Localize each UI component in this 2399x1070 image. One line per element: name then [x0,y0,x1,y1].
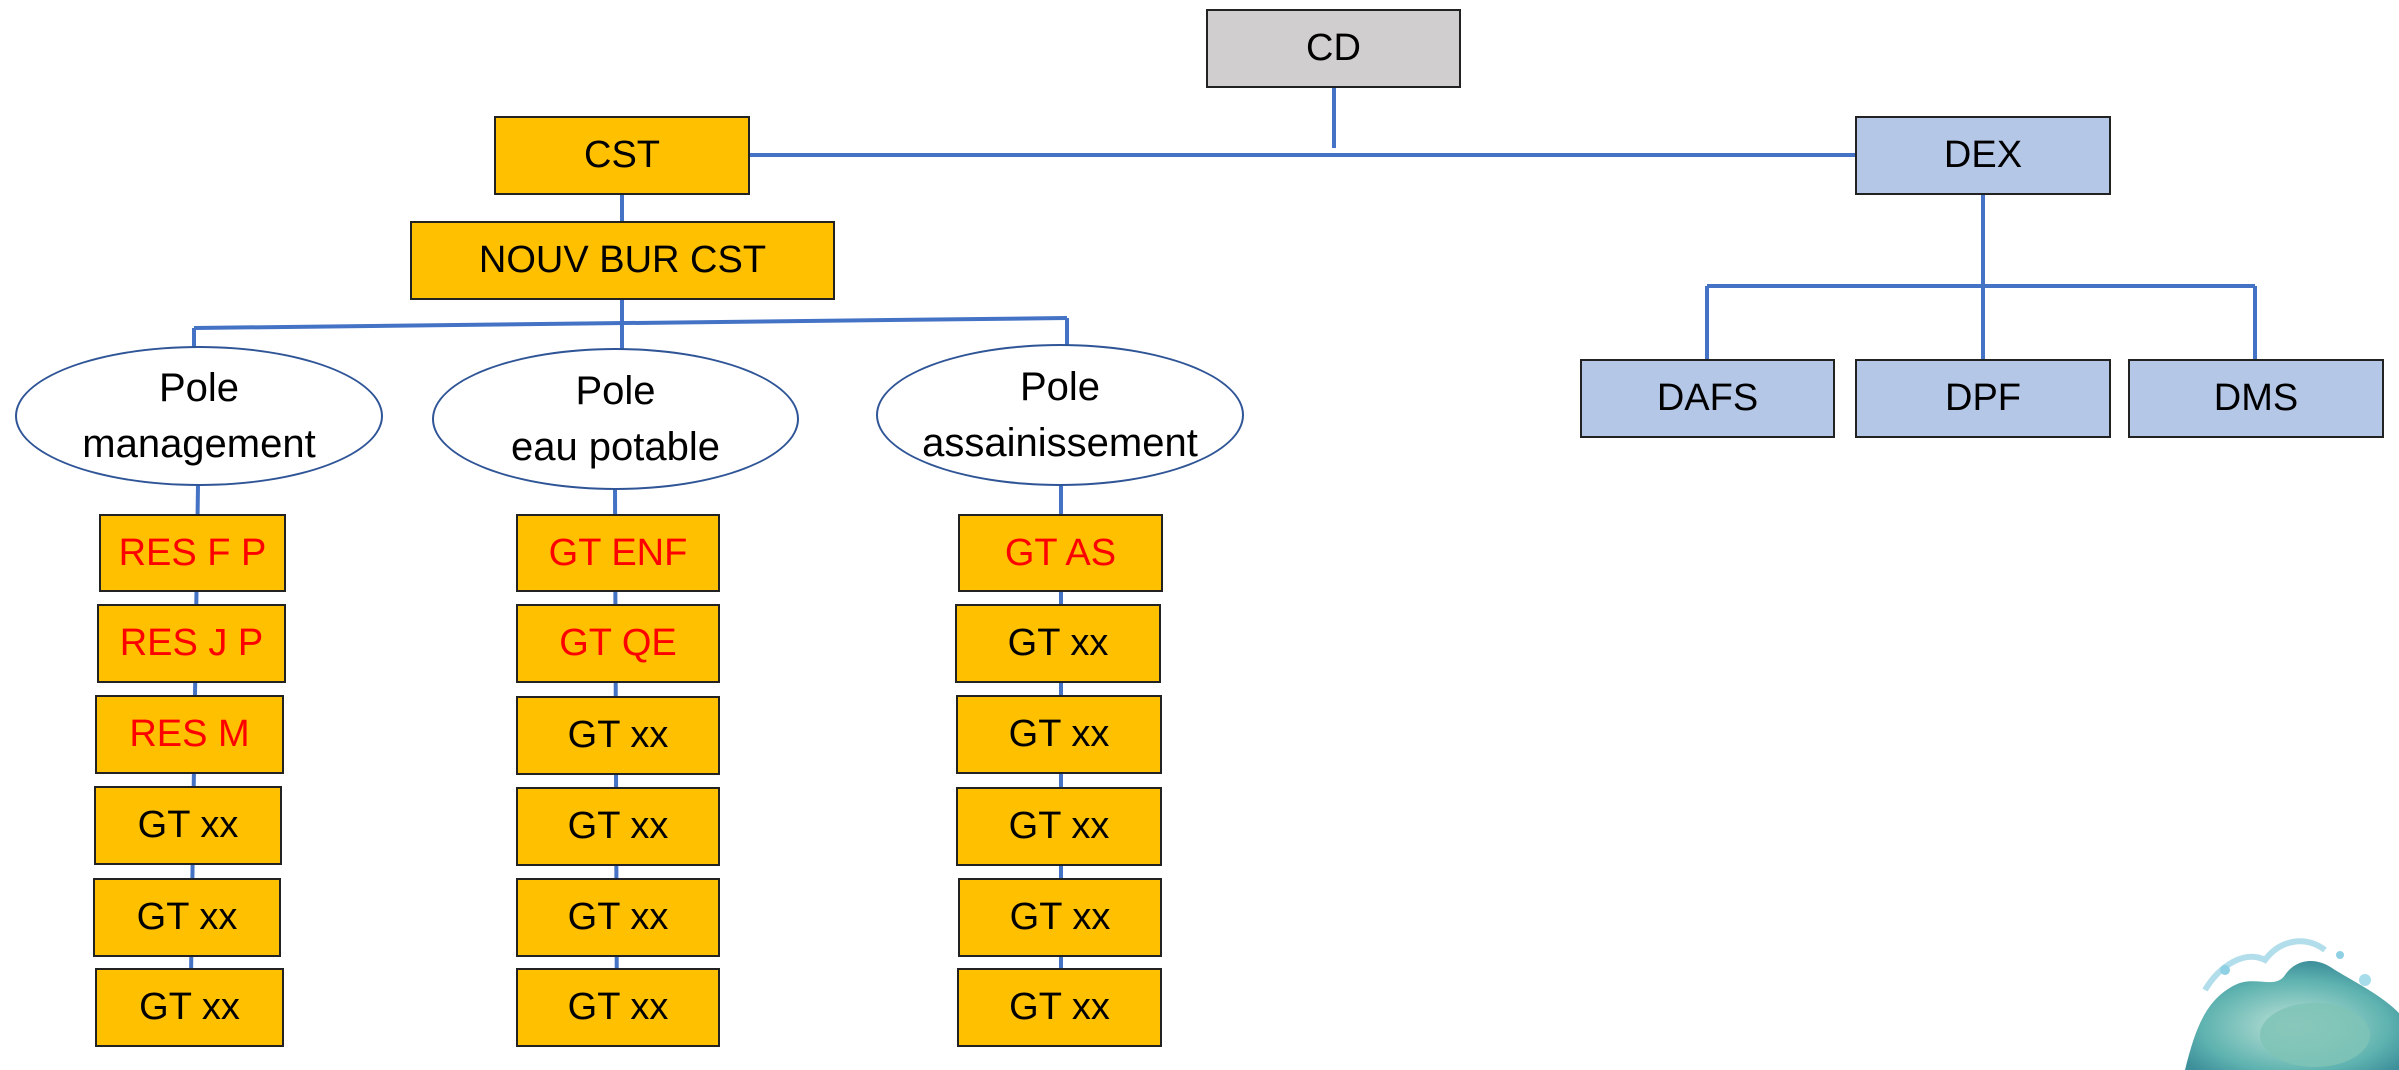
node-cd-label: CD [1306,27,1361,69]
node-dex-label: DEX [1943,134,2023,176]
pole-management: Pole management [15,346,383,486]
pole-management-line2: management [82,422,316,466]
group-box-2-4: GT xx [516,787,720,866]
group-box-3-1: GT AS [958,514,1163,592]
group-box-2-5: GT xx [516,878,720,957]
group-box-1-2: RES J P [97,604,286,683]
group-box-2-3: GT xx [516,696,720,775]
node-dafs: DAFS [1580,359,1835,438]
group-label: GT QE [559,622,677,664]
group-box-1-1: RES F P [99,514,286,592]
water-splash-logo-icon [2185,938,2399,1070]
group-label: GT xx [567,805,669,847]
node-dpf-label: DPF [1945,377,2021,419]
pole-eau-potable-line2: eau potable [510,425,721,469]
group-box-1-3: RES M [95,695,284,774]
pole-eau-potable-line1: Pole [575,369,656,413]
group-label: GT ENF [548,531,688,574]
connector-pole-bar [193,316,1068,330]
group-label: GT xx [1009,896,1111,938]
node-nouv-bur-cst-label: NOUV BUR CST [478,239,767,281]
group-box-1-4: GT xx [94,786,282,865]
group-label: GT xx [567,986,669,1028]
group-box-2-6: GT xx [516,968,720,1047]
group-box-3-4: GT xx [956,787,1162,866]
group-label: GT xx [567,896,669,938]
group-label: GT xx [567,714,669,756]
group-label: GT xx [1009,986,1110,1028]
node-nouv-bur-cst: NOUV BUR CST [410,221,835,300]
node-dms-label: DMS [2213,377,2299,419]
node-cst: CST [494,116,750,195]
org-chart: CD CST DEX NOUV BUR CST DAFS DPF DMS Pol… [15,9,2399,1070]
group-box-1-6: GT xx [95,968,284,1047]
node-cd: CD [1206,9,1461,88]
group-label: GT xx [136,896,238,938]
pole-assainissement-line2: assainissement [922,421,1198,465]
node-cst-label: CST [584,134,660,176]
pole-assainissement-line1: Pole [1019,365,1101,409]
group-box-3-3: GT xx [956,695,1162,774]
group-label: RES F P [118,531,267,574]
group-label: GT xx [1008,805,1110,847]
group-label: RES M [129,713,250,755]
pole-eau-potable: Pole eau potable [432,348,799,490]
group-box-3-5: GT xx [958,878,1162,957]
pole-assainissement: Pole assainissement [876,344,1244,486]
group-label: GT xx [137,804,239,846]
node-dpf: DPF [1855,359,2111,438]
group-label: GT xx [139,986,240,1028]
pole-management-line1: Pole [158,366,240,410]
group-box-3-6: GT xx [957,968,1162,1047]
group-box-3-2: GT xx [955,604,1161,683]
group-box-1-5: GT xx [93,878,281,957]
group-label: GT xx [1007,622,1109,664]
node-dafs-label: DAFS [1656,377,1759,419]
group-box-2-2: GT QE [516,604,720,683]
node-dex: DEX [1855,116,2111,195]
group-label: GT AS [1004,531,1117,574]
node-dms: DMS [2128,359,2384,438]
group-label: GT xx [1008,713,1110,755]
group-box-2-1: GT ENF [516,514,720,592]
group-label: RES J P [119,622,264,664]
